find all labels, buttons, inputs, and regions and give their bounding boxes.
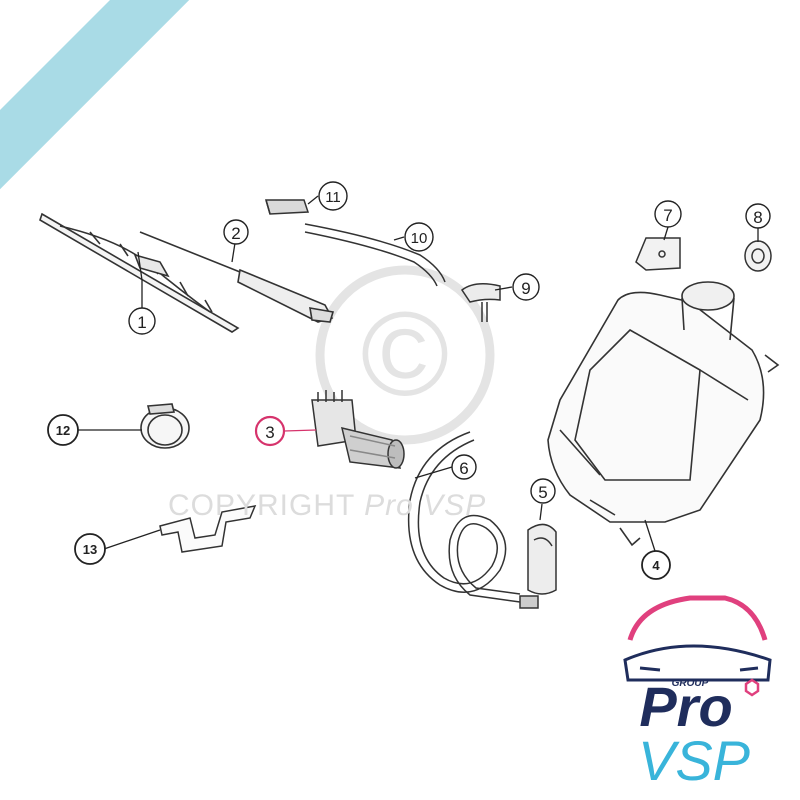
svg-text:9: 9 (521, 279, 530, 298)
part-12-clamp[interactable] (140, 403, 190, 449)
part-11-pad[interactable] (265, 199, 310, 215)
part-7-bracket[interactable] (635, 237, 681, 271)
callout-10[interactable]: 10 (404, 222, 434, 252)
callout-6[interactable]: 6 (451, 454, 477, 480)
svg-text:12: 12 (56, 423, 70, 438)
svg-text:1: 1 (137, 313, 146, 332)
part-wiper-blade[interactable] (39, 212, 240, 333)
svg-text:2: 2 (231, 224, 240, 243)
svg-text:8: 8 (753, 208, 762, 227)
callout-11[interactable]: 11 (318, 181, 348, 211)
callout-2[interactable]: 2 (223, 219, 249, 245)
copyright-watermark-text: COPYRIGHT Pro VSP (168, 489, 487, 522)
callout-8[interactable]: 8 (745, 203, 771, 229)
svg-text:10: 10 (411, 230, 428, 247)
copyright-symbol: © (361, 287, 449, 421)
pro-vsp-logo: GROUP Pro VSP (623, 595, 772, 792)
leader-lines (78, 195, 759, 552)
svg-text:6: 6 (459, 459, 468, 478)
logo-pro-text: Pro (639, 675, 732, 738)
part-10-hose[interactable] (304, 223, 446, 287)
callout-7[interactable]: 7 (654, 200, 682, 228)
part-8-grommet[interactable] (744, 240, 772, 272)
part-9-nozzle[interactable] (460, 283, 501, 322)
copyright-watermark-circle: © (315, 265, 495, 445)
svg-text:7: 7 (663, 206, 672, 225)
callout-5[interactable]: 5 (530, 478, 556, 504)
part-3-wiper-motor[interactable] (311, 390, 405, 469)
logo-hexagon-icon (744, 678, 760, 697)
logo-group-text: GROUP (672, 678, 709, 689)
svg-text:5: 5 (538, 483, 547, 502)
car-roof-outline (627, 595, 768, 641)
svg-text:11: 11 (325, 189, 341, 206)
svg-text:3: 3 (265, 423, 274, 442)
part-4-reservoir[interactable] (547, 281, 780, 547)
part-6-tube[interactable] (407, 431, 521, 603)
callout-1[interactable]: 1 (128, 307, 156, 335)
callout-13[interactable]: 13 (74, 533, 106, 565)
logo-vsp-text: VSP (638, 729, 750, 792)
part-wiper-arm[interactable] (139, 231, 335, 323)
callout-4[interactable]: 4 (641, 550, 671, 580)
part-13-bracket[interactable] (159, 505, 257, 553)
callout-9[interactable]: 9 (512, 273, 540, 301)
callout-3[interactable]: 3 (254, 415, 286, 447)
car-body-outline (623, 644, 772, 682)
callout-12[interactable]: 12 (47, 414, 79, 446)
svg-text:13: 13 (83, 542, 97, 557)
part-5-pump[interactable] (519, 523, 557, 609)
svg-text:4: 4 (652, 558, 660, 573)
